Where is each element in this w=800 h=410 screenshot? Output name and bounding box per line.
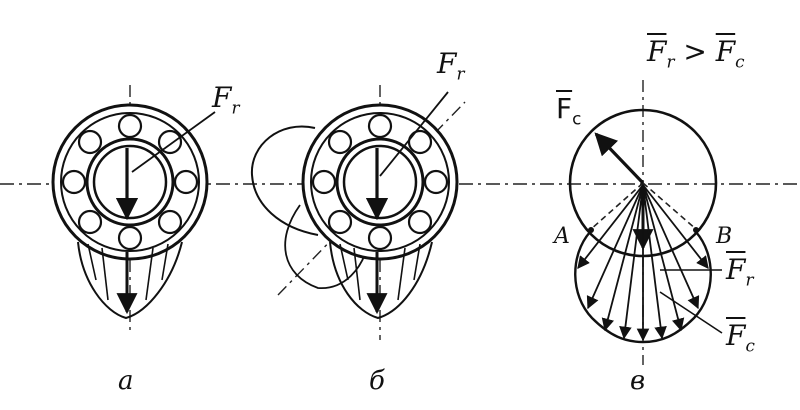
figure-v-load-vector (577, 184, 644, 269)
figure-a-load-lines (87, 243, 169, 301)
figure-a-caption: а (118, 366, 134, 396)
figure-b-ball (367, 113, 393, 139)
figure-a-outer-ring-inner-edge (60, 112, 200, 252)
figure-b-ball (311, 169, 337, 195)
figure-v-load-vector (642, 184, 700, 310)
figure-a-bearing (51, 85, 216, 335)
figure-a-force-label: Fr (212, 81, 240, 118)
figure-b-outer-ring-inner-edge (310, 112, 450, 252)
figure-v-fc-top-label: Fc (556, 92, 582, 129)
figure-b-bearing (250, 85, 466, 340)
figure-b-ball (327, 209, 353, 235)
figure-v-dashed-ab-right (642, 182, 698, 231)
figure-v-load-vector (619, 184, 644, 340)
figure-b-ball (423, 169, 449, 195)
figure-b-force-label: Fr (437, 47, 465, 84)
figure-a-rolling-balls (61, 113, 199, 251)
figure-a-load-line (161, 243, 169, 281)
figure-b-ball (327, 129, 353, 155)
figure-a-ball (173, 169, 199, 195)
figure-v-dashed-ab-left (589, 182, 644, 231)
figure-a-force-leader (131, 111, 216, 173)
figure-v-fr-label: Fr (726, 253, 754, 290)
figure-a-ball (77, 209, 103, 235)
figure-b-force-leader (379, 91, 449, 177)
figure-a-ball (77, 129, 103, 155)
figure-a-ball (61, 169, 87, 195)
figure-v-point-a-marker (588, 227, 594, 233)
figure-v-fc-bottom-label: Fc (726, 319, 755, 356)
figure-a-load-line (101, 247, 109, 301)
figure-v-point-b-label: B (716, 224, 733, 249)
figure-b-load-diagram-bottom (329, 241, 433, 320)
figure-v-caption: в (630, 366, 646, 396)
figure-a-inner-ring-bore (92, 144, 168, 220)
figure-b-load-lines (339, 243, 421, 301)
figure-v-load-diagram (574, 231, 712, 344)
figure-a-load-diagram (77, 241, 183, 320)
figure-b-caption: б (369, 366, 385, 396)
figure-b-inner-ring-bore (342, 144, 418, 220)
figure-a-load-line (145, 247, 154, 301)
figure-b-load-line (339, 243, 349, 281)
figure-a-load-line (87, 243, 97, 281)
figure-b-ball (367, 225, 393, 251)
figure-v-load-vector (586, 184, 644, 310)
figure-b-load-line (413, 243, 421, 281)
figure-v-load-vector (601, 184, 644, 332)
figure-v-load-vectors (577, 184, 709, 342)
figure-b-load-line (353, 247, 361, 301)
figure-b-ball (407, 129, 433, 155)
figure-v-fc-leader (659, 291, 723, 334)
figure-v-diagram (568, 80, 723, 365)
figure-v-load-vector (642, 184, 667, 340)
figure-a-ball (117, 113, 143, 139)
figure-v-load-vector (642, 184, 685, 332)
figure-v-fc-arrow (594, 132, 645, 185)
figure-v-point-b-marker (693, 227, 699, 233)
figure-b-load-line (397, 247, 406, 301)
figure-b-load-diagram-lower-left (284, 204, 369, 289)
figure-b-ball (407, 209, 433, 235)
figure-a-ball (157, 209, 183, 235)
figure-v-point-a-label: A (554, 224, 570, 249)
figure-b-load-diagram-left (250, 125, 319, 236)
figure-v-load-vector (642, 184, 709, 269)
figure-v-force-condition: Fr > Fc (647, 35, 745, 72)
figure-a-ball (117, 225, 143, 251)
figure-b-rolling-balls (311, 113, 449, 251)
